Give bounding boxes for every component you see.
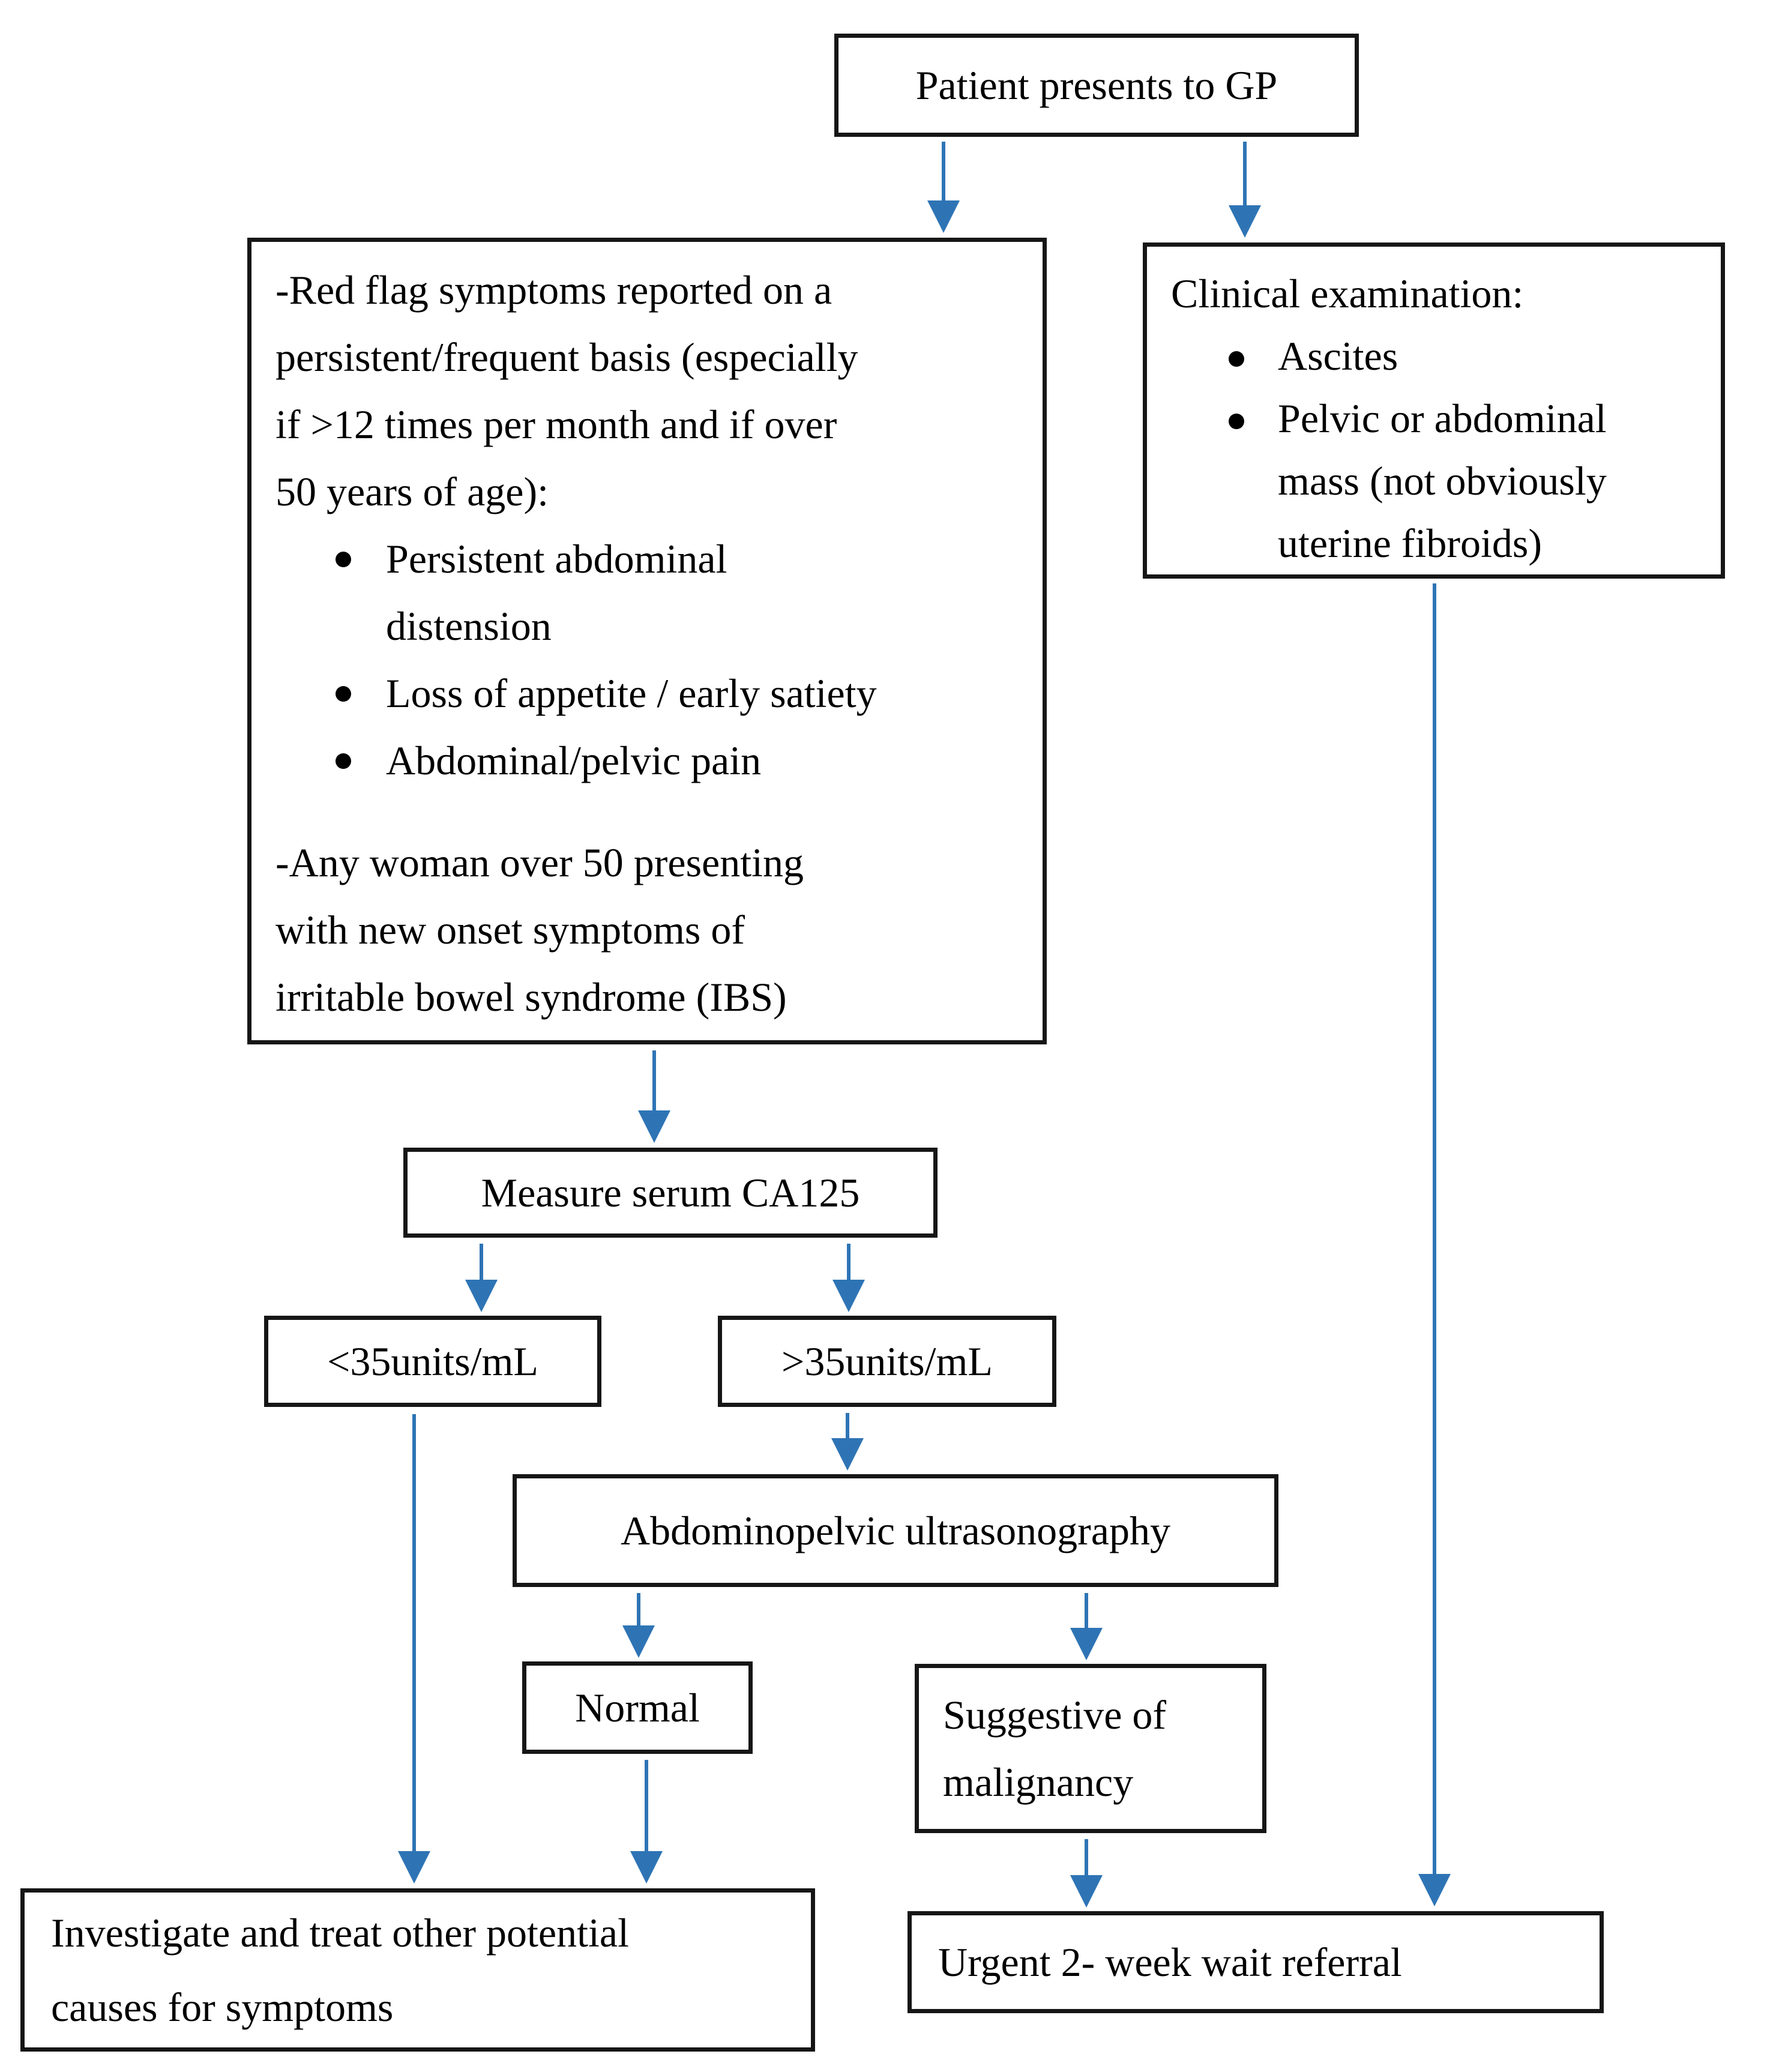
bullet-label: Loss of appetite / early satiety: [386, 670, 877, 716]
clinical-bullet-list: Ascites Pelvic or abdominal mass (not ob…: [1171, 325, 1706, 574]
bullet-label: Pelvic or abdominal mass (not obviously …: [1278, 396, 1607, 566]
node-suggestive-label: Suggestive of malignancy: [943, 1692, 1167, 1805]
bullet-label: Abdominal/pelvic pain: [386, 738, 762, 783]
bullet-label: Persistent abdominal distension: [386, 536, 727, 649]
red-flag-bullet-list: Persistent abdominal distension Loss of …: [275, 525, 1021, 794]
node-patient-label: Patient presents to GP: [915, 62, 1278, 108]
bullet-icon: [336, 753, 351, 769]
node-investigate-other-causes: Investigate and treat other potential ca…: [20, 1888, 815, 2052]
list-item: Pelvic or abdominal mass (not obviously …: [1171, 387, 1706, 574]
clinical-examination-title: Clinical examination:: [1171, 271, 1524, 316]
bullet-label: Ascites: [1278, 333, 1398, 379]
node-ca125-above-35: >35units/mL: [718, 1316, 1056, 1407]
node-red-flag-symptoms: -Red flag symptoms reported on a persist…: [247, 238, 1047, 1044]
node-normal-result: Normal: [522, 1661, 753, 1754]
node-investigate-label: Investigate and treat other potential ca…: [51, 1910, 629, 2030]
list-item: Persistent abdominal distension: [275, 525, 1021, 660]
node-abdominopelvic-ultrasonography: Abdominopelvic ultrasonography: [513, 1474, 1278, 1587]
bullet-icon: [336, 686, 351, 702]
node-measure-ca125: Measure serum CA125: [403, 1148, 938, 1238]
node-urgent-two-week-referral: Urgent 2- week wait referral: [908, 1911, 1604, 2013]
node-patient-presents-gp: Patient presents to GP: [834, 34, 1359, 137]
bullet-icon: [1229, 351, 1244, 367]
node-measure-ca125-label: Measure serum CA125: [481, 1170, 860, 1215]
node-normal-label: Normal: [575, 1685, 700, 1730]
node-ca125-below-35-label: <35units/mL: [327, 1339, 538, 1384]
node-urgent-label: Urgent 2- week wait referral: [938, 1939, 1402, 1985]
bullet-icon: [336, 552, 351, 567]
node-ca125-above-35-label: >35units/mL: [781, 1339, 993, 1384]
list-item: Ascites: [1171, 325, 1706, 387]
ibs-paragraph: -Any woman over 50 presenting with new o…: [275, 840, 804, 1020]
node-ca125-below-35: <35units/mL: [264, 1316, 601, 1407]
list-item: Abdominal/pelvic pain: [275, 727, 1021, 794]
node-ultrasonography-label: Abdominopelvic ultrasonography: [621, 1508, 1170, 1553]
node-suggestive-of-malignancy: Suggestive of malignancy: [915, 1664, 1266, 1833]
bullet-icon: [1229, 414, 1244, 429]
red-flag-paragraph: -Red flag symptoms reported on a persist…: [275, 267, 858, 514]
node-clinical-examination: Clinical examination: Ascites Pelvic or …: [1143, 242, 1725, 579]
list-item: Loss of appetite / early satiety: [275, 660, 1021, 727]
